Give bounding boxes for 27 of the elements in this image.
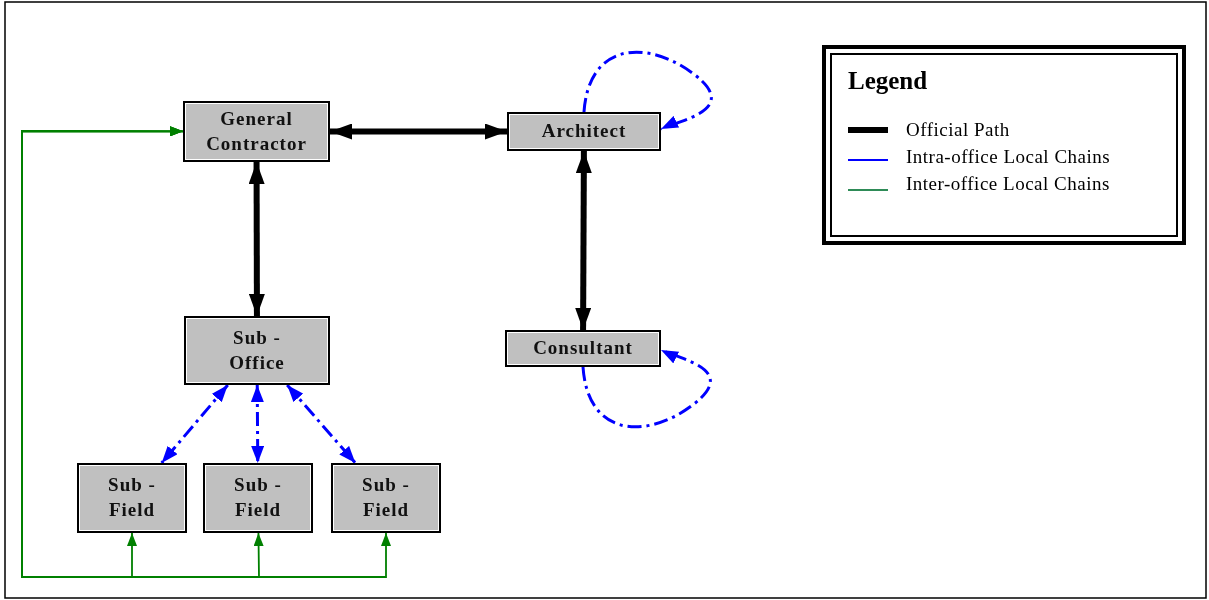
entity-box bbox=[507, 112, 661, 151]
arrow bbox=[160, 384, 229, 464]
arrow bbox=[286, 384, 357, 464]
arrow bbox=[330, 123, 507, 140]
entity-label: Sub - Office bbox=[228, 325, 286, 375]
entity-box bbox=[331, 463, 441, 533]
legend-text: Official Path bbox=[906, 119, 1010, 141]
arrow bbox=[21, 126, 391, 578]
self-loop-arrow bbox=[581, 348, 712, 429]
entity-label: Architect bbox=[541, 119, 627, 144]
entity-box bbox=[184, 316, 330, 385]
arrow bbox=[248, 162, 265, 316]
entity-box bbox=[203, 463, 313, 533]
entity-label: Consultant bbox=[533, 336, 633, 361]
entity-label: Sub - Field bbox=[361, 473, 411, 522]
entity-label: Sub - Field bbox=[233, 473, 283, 522]
legend-title: Legend bbox=[848, 67, 928, 95]
legend-text: Inter-office Local Chains bbox=[906, 173, 1110, 195]
legend-text: Intra-office Local Chains bbox=[906, 146, 1111, 168]
arrow bbox=[575, 151, 592, 330]
entity-box bbox=[505, 330, 661, 367]
entity-label: General Contractor bbox=[205, 106, 308, 156]
self-loop-arrow bbox=[582, 50, 713, 131]
arrow bbox=[250, 385, 265, 463]
entity-label: Sub - Field bbox=[107, 473, 157, 522]
entity-box bbox=[183, 101, 330, 162]
entity-box bbox=[77, 463, 187, 533]
